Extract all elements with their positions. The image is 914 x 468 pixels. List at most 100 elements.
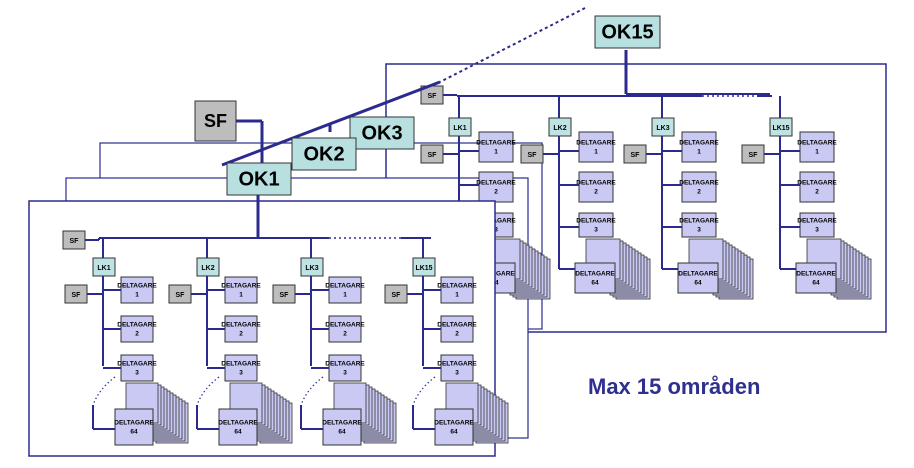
deltagare-1 — [120, 276, 154, 304]
sf-box-label: SF — [749, 152, 759, 159]
deltagare-3-label: DELTAGARE — [117, 361, 157, 368]
deltagare-64-label: DELTAGARE — [322, 420, 362, 427]
deltagare-1-label: DELTAGARE — [117, 283, 157, 290]
ok-box-ok3-label: OK3 — [361, 122, 402, 144]
deltagare-64-label: DELTAGARE — [575, 271, 615, 278]
deltagare-3-number: 3 — [697, 227, 701, 234]
deltagare-2-number: 2 — [697, 189, 701, 196]
deltagare-64-number: 64 — [694, 280, 702, 287]
deltagare-64-number: 64 — [812, 280, 820, 287]
sf-box-label: SF — [392, 292, 402, 299]
deltagare-1-label: DELTAGARE — [679, 140, 719, 147]
deltagare-64-label: DELTAGARE — [114, 420, 154, 427]
deltagare-1 — [478, 131, 514, 163]
deltagare-64 — [795, 262, 837, 294]
deltagare-2-label: DELTAGARE — [325, 322, 365, 329]
deltagare-3-label: DELTAGARE — [576, 218, 616, 225]
deltagare-2 — [120, 315, 154, 343]
deltagare-1-label: DELTAGARE — [325, 283, 365, 290]
deltagare-1-label: DELTAGARE — [476, 140, 516, 147]
sf-box-label: SF — [72, 292, 82, 299]
deltagare-3 — [799, 212, 835, 238]
lk-box-lk15-label: LK15 — [415, 265, 432, 272]
deltagare-1-number: 1 — [815, 149, 819, 156]
deltagare-3 — [328, 354, 362, 382]
sf-box-label: SF — [528, 152, 538, 159]
deltagare-3-number: 3 — [455, 370, 459, 377]
deltagare-3-label: DELTAGARE — [679, 218, 719, 225]
deltagare-3-number: 3 — [135, 370, 139, 377]
deltagare-1 — [224, 276, 258, 304]
deltagare-1-number: 1 — [239, 292, 243, 299]
lk-box-lk3-label: LK3 — [305, 265, 318, 272]
deltagare-2-number: 2 — [594, 189, 598, 196]
deltagare-3 — [578, 212, 614, 238]
deltagare-3 — [440, 354, 474, 382]
deltagare-2-number: 2 — [455, 331, 459, 338]
deltagare-3 — [120, 354, 154, 382]
lk-box-lk1-label: LK1 — [453, 125, 466, 132]
ok-box-ok15-label: OK15 — [601, 21, 653, 43]
deltagare-1-number: 1 — [594, 149, 598, 156]
deltagare-64 — [574, 262, 616, 294]
deltagare-3-number: 3 — [815, 227, 819, 234]
lk-box-lk2-label: LK2 — [553, 125, 566, 132]
deltagare-1 — [799, 131, 835, 163]
deltagare-64 — [114, 408, 154, 446]
area-ok1: SFLK1SFDELTAGARE1DELTAGARE2DELTAGARE3DEL… — [28, 200, 509, 457]
deltagare-2-label: DELTAGARE — [221, 322, 261, 329]
ok-box-ok1 — [226, 162, 292, 196]
deltagare-2-label: DELTAGARE — [797, 180, 837, 187]
deltagare-2-label: DELTAGARE — [576, 180, 616, 187]
deltagare-2 — [478, 171, 514, 203]
deltagare-64 — [218, 408, 258, 446]
deltagare-2-label: DELTAGARE — [679, 180, 719, 187]
deltagare-1-label: DELTAGARE — [797, 140, 837, 147]
sf-box-label: SF — [280, 292, 290, 299]
lk-box-lk1-label: LK1 — [97, 265, 110, 272]
deltagare-2-number: 2 — [343, 331, 347, 338]
deltagare-2 — [799, 171, 835, 203]
deltagare-2-label: DELTAGARE — [117, 322, 157, 329]
deltagare-2-number: 2 — [239, 331, 243, 338]
deltagare-1-label: DELTAGARE — [437, 283, 477, 290]
deltagare-64-number: 64 — [130, 429, 138, 436]
ok-box-ok2 — [291, 137, 357, 171]
deltagare-64-label: DELTAGARE — [218, 420, 258, 427]
ok-box-ok15 — [594, 15, 661, 49]
deltagare-64-label: DELTAGARE — [796, 271, 836, 278]
dotted-link — [300, 376, 324, 406]
lk-box-lk2-label: LK2 — [201, 265, 214, 272]
deltagare-3-label: DELTAGARE — [797, 218, 837, 225]
sf-box-main — [194, 100, 237, 142]
deltagare-3 — [224, 354, 258, 382]
connector-line — [221, 80, 441, 167]
deltagare-3-label: DELTAGARE — [437, 361, 477, 368]
deltagare-64-number: 64 — [591, 280, 599, 287]
deltagare-2 — [328, 315, 362, 343]
deltagare-64-number: 64 — [234, 429, 242, 436]
deltagare-3-number: 3 — [594, 227, 598, 234]
deltagare-64 — [322, 408, 362, 446]
deltagare-1-number: 1 — [494, 149, 498, 156]
sf-box-label: SF — [70, 238, 80, 245]
sf-box-label: SF — [428, 93, 438, 100]
deltagare-64 — [434, 408, 474, 446]
deltagare-64-label: DELTAGARE — [434, 420, 474, 427]
deltagare-3-label: DELTAGARE — [325, 361, 365, 368]
sf-box-label: SF — [428, 152, 438, 159]
caption-max-areas: Max 15 områden — [588, 374, 761, 399]
deltagare-64-number: 64 — [338, 429, 346, 436]
deltagare-2 — [578, 171, 614, 203]
deltagare-2-number: 2 — [135, 331, 139, 338]
deltagare-1-number: 1 — [135, 292, 139, 299]
deltagare-2 — [224, 315, 258, 343]
deltagare-64-label: DELTAGARE — [678, 271, 718, 278]
deltagare-1-label: DELTAGARE — [221, 283, 261, 290]
lk-box-lk15-label: LK15 — [772, 125, 789, 132]
deltagare-1 — [681, 131, 717, 163]
dotted-link — [92, 376, 116, 406]
deltagare-3-label: DELTAGARE — [221, 361, 261, 368]
